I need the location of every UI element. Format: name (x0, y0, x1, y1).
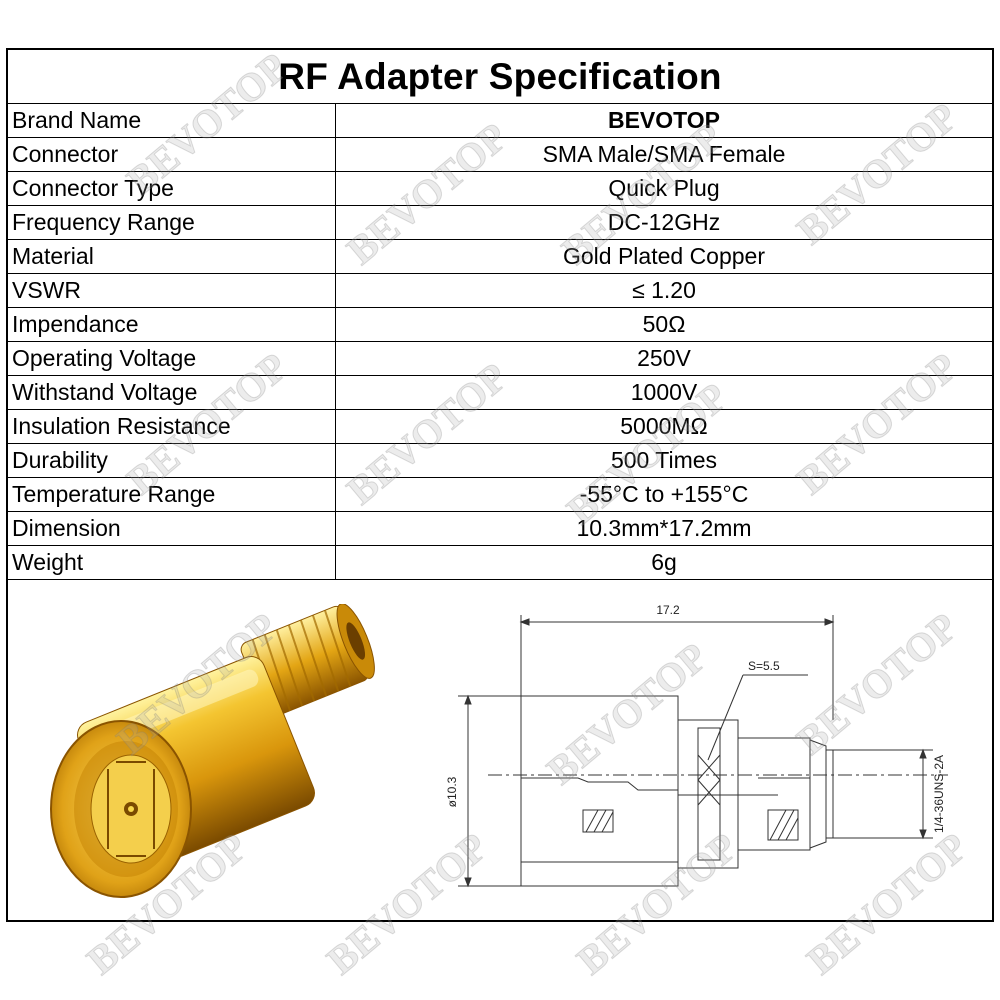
spec-label: VSWR (8, 273, 336, 308)
spec-label: Dimension (8, 511, 336, 546)
spec-label: Connector Type (8, 171, 336, 206)
spec-label: Brand Name (8, 104, 336, 138)
spec-row: Temperature Range-55°C to +155°C (8, 477, 992, 512)
spec-label: Impendance (8, 307, 336, 342)
spec-value: 1000V (335, 375, 992, 410)
spec-value: 10.3mm*17.2mm (335, 511, 992, 546)
spec-value: Gold Plated Copper (335, 239, 992, 274)
spec-label: Operating Voltage (8, 341, 336, 376)
insulator-hatch (582, 809, 799, 841)
spec-value: Quick Plug (335, 171, 992, 206)
spec-value: 250V (335, 341, 992, 376)
spec-value: 50Ω (335, 307, 992, 342)
spec-value: SMA Male/SMA Female (335, 137, 992, 172)
spec-label: Weight (8, 545, 336, 580)
spec-value: BEVOTOP (335, 104, 992, 138)
thread-dimension-label: 1/4-36UNS-2A (932, 755, 946, 833)
spec-row: VSWR≤ 1.20 (8, 273, 992, 308)
spec-label: Frequency Range (8, 205, 336, 240)
figure-area: 17.2 S=5.5 ø10.3 1/4-36UNS-2A (8, 580, 992, 920)
page-title: RF Adapter Specification (278, 55, 722, 97)
spec-label: Connector (8, 137, 336, 172)
title-row: RF Adapter Specification (8, 50, 992, 104)
spec-value: 5000MΩ (335, 409, 992, 444)
spec-label: Material (8, 239, 336, 274)
spec-value: 6g (335, 545, 992, 580)
connector-photo (50, 604, 375, 898)
spec-label: Temperature Range (8, 477, 336, 512)
spec-label: Durability (8, 443, 336, 478)
spec-value: -55°C to +155°C (335, 477, 992, 512)
spec-value: ≤ 1.20 (335, 273, 992, 308)
spec-value: 500 Times (335, 443, 992, 478)
spec-label: Withstand Voltage (8, 375, 336, 410)
spec-value: DC-12GHz (335, 205, 992, 240)
spec-label: Insulation Resistance (8, 409, 336, 444)
length-dimension-label: 17.2 (656, 603, 680, 617)
face-section (50, 720, 192, 898)
diameter-dimension-label: ø10.3 (445, 776, 459, 807)
hex-dimension-label: S=5.5 (748, 659, 780, 673)
technical-drawing: 17.2 S=5.5 ø10.3 1/4-36UNS-2A (445, 603, 948, 888)
